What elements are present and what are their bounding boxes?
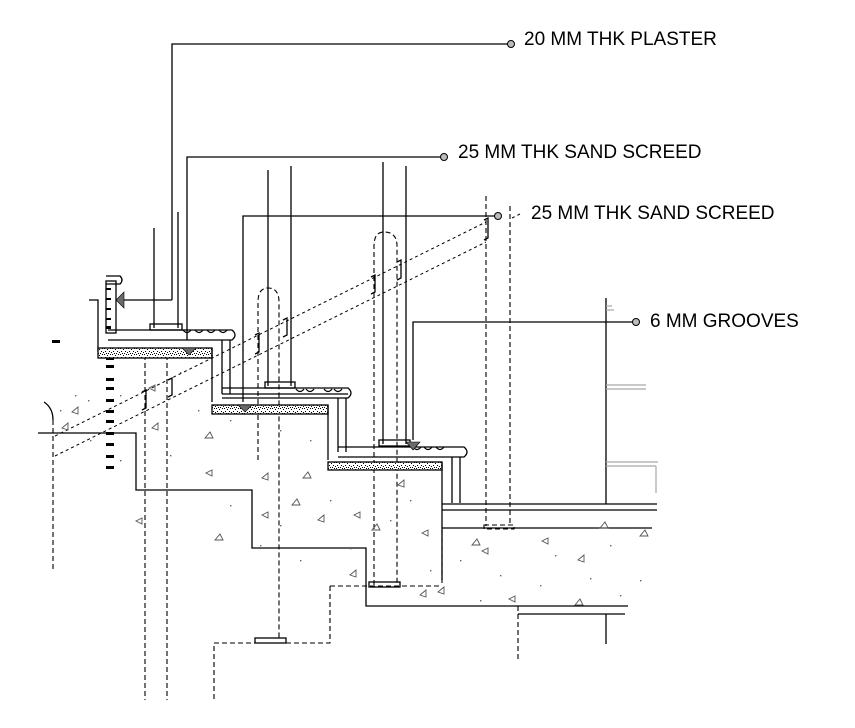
level-marker-icon bbox=[115, 291, 125, 309]
leader-bullet-icon bbox=[494, 212, 502, 220]
leader-bullet-icon bbox=[440, 153, 448, 161]
aggregate-mark bbox=[371, 523, 381, 531]
label-screed-2: 25 MM THK SAND SCREED bbox=[531, 203, 775, 224]
aggregate-dot bbox=[300, 560, 302, 562]
aggregate-mark bbox=[639, 529, 649, 537]
aggregate-dot bbox=[620, 595, 622, 597]
tread-2 bbox=[211, 387, 352, 460]
aggregate-dot bbox=[260, 545, 262, 547]
aggregate-dot bbox=[500, 575, 502, 577]
leader-plaster: 20 MM THK PLASTER bbox=[171, 29, 717, 300]
aggregate-mark bbox=[437, 586, 445, 595]
aggregate-mark bbox=[71, 406, 79, 415]
aggregate-dot bbox=[280, 525, 282, 527]
aggregate-dot bbox=[410, 500, 412, 502]
leader-screed-2: 25 MM THK SAND SCREED bbox=[242, 203, 775, 402]
leader-bullet-icon bbox=[632, 318, 640, 326]
aggregate-dot bbox=[180, 372, 182, 374]
aggregate-mark bbox=[214, 533, 224, 541]
level-marker-icon bbox=[181, 347, 197, 356]
label-plaster: 20 MM THK PLASTER bbox=[524, 29, 717, 50]
aggregate-dot bbox=[430, 570, 432, 572]
aggregate-dot bbox=[198, 410, 200, 412]
aggregate-mark bbox=[204, 469, 213, 477]
aggregate-dot bbox=[75, 395, 77, 397]
aggregate-mark bbox=[260, 511, 269, 519]
leader-grooves: 6 MM GROOVES bbox=[412, 311, 799, 440]
aggregate-dot bbox=[460, 560, 462, 562]
aggregate-mark bbox=[574, 598, 584, 606]
aggregate-dot bbox=[230, 505, 232, 507]
aggregate-mark bbox=[151, 422, 159, 431]
aggregate-dot bbox=[555, 555, 557, 557]
level-marker-icon bbox=[237, 404, 253, 413]
aggregate-mark bbox=[577, 554, 585, 563]
label-grooves: 6 MM GROOVES bbox=[650, 311, 799, 332]
aggregate-mark bbox=[480, 547, 489, 555]
aggregate-dot bbox=[310, 440, 312, 442]
handrail bbox=[54, 213, 521, 457]
aggregate-dot bbox=[330, 500, 332, 502]
aggregate-dot bbox=[540, 585, 542, 587]
aggregate-mark bbox=[317, 514, 325, 523]
aggregate-mark bbox=[61, 422, 69, 431]
groove-marker-icon bbox=[405, 441, 421, 451]
aggregate-dot bbox=[480, 600, 482, 602]
aggregate-mark bbox=[420, 529, 429, 537]
aggregate-dot bbox=[60, 410, 62, 412]
aggregate-mark bbox=[599, 521, 609, 529]
stair-underside bbox=[38, 432, 628, 700]
aggregate-mark bbox=[507, 595, 516, 603]
aggregate-mark bbox=[397, 479, 405, 488]
tread-1 bbox=[97, 329, 236, 402]
baluster-posts bbox=[149, 162, 411, 447]
aggregate-dot bbox=[120, 460, 122, 462]
aggregate-mark bbox=[352, 511, 361, 519]
bottom-landing bbox=[442, 298, 658, 530]
aggregate-dot bbox=[640, 580, 642, 582]
aggregate-mark bbox=[540, 537, 549, 545]
aggregate-mark bbox=[419, 589, 427, 598]
aggregate-dot bbox=[390, 520, 392, 522]
aggregate-mark bbox=[291, 498, 301, 506]
aggregate-dot bbox=[610, 545, 612, 547]
aggregate-mark bbox=[471, 538, 481, 546]
leader-screed-1: 25 MM THK SAND SCREED bbox=[186, 142, 702, 340]
aggregate-dot bbox=[350, 548, 352, 550]
aggregate-dot bbox=[280, 430, 282, 432]
concrete-hatch bbox=[60, 372, 649, 606]
aggregate-mark bbox=[261, 472, 269, 481]
aggregate-mark bbox=[302, 471, 312, 479]
aggregate-dot bbox=[90, 440, 92, 442]
aggregate-dot bbox=[120, 395, 122, 397]
aggregate-mark bbox=[349, 569, 357, 578]
tread-3 bbox=[327, 441, 468, 580]
aggregate-mark bbox=[204, 431, 214, 439]
aggregate-dot bbox=[170, 455, 172, 457]
hidden-posts bbox=[43, 196, 511, 700]
aggregate-mark bbox=[134, 517, 143, 525]
aggregate-mark bbox=[147, 384, 156, 392]
aggregate-dot bbox=[590, 578, 592, 580]
aggregate-dot bbox=[230, 420, 232, 422]
leader-bullet-icon bbox=[507, 40, 515, 48]
label-screed-1: 25 MM THK SAND SCREED bbox=[458, 142, 702, 163]
aggregate-dot bbox=[88, 400, 90, 402]
